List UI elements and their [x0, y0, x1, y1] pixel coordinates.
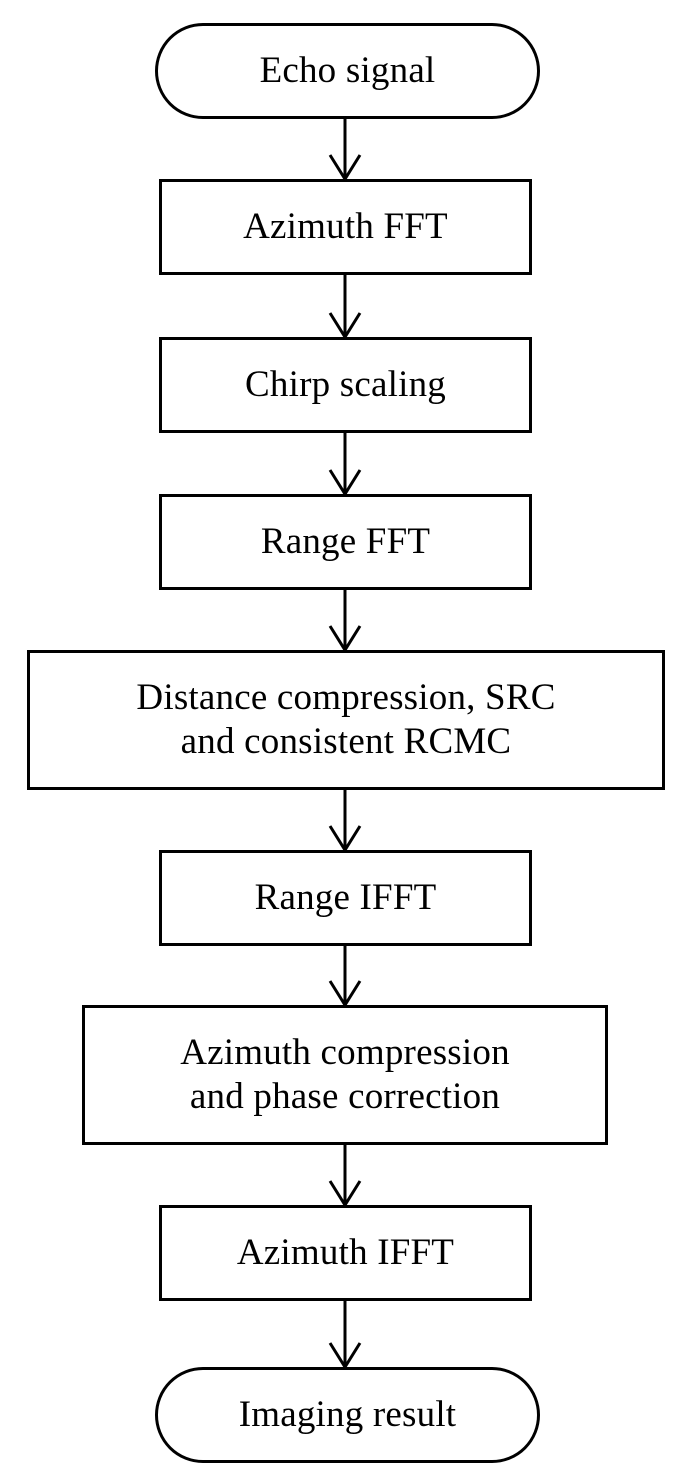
node-distance-compression[interactable]: Distance compression, SRC and consistent… — [27, 650, 665, 790]
node-label-distance-compression: Distance compression, SRC and consistent… — [136, 677, 556, 762]
node-label-range-fft: Range FFT — [260, 521, 431, 563]
arrow-azimuth-ifft-to-imaging-result — [325, 1301, 365, 1370]
node-azimuth-fft[interactable]: Azimuth FFT — [159, 179, 532, 275]
arrow-azimuth-compression-to-azimuth-ifft — [325, 1145, 365, 1208]
node-label-azimuth-ifft: Azimuth IFFT — [236, 1232, 455, 1274]
arrow-range-ifft-to-azimuth-compression — [325, 946, 365, 1008]
node-azimuth-compression[interactable]: Azimuth compression and phase correction — [82, 1005, 608, 1145]
node-label-azimuth-compression: Azimuth compression and phase correction — [180, 1032, 510, 1117]
arrow-range-fft-to-distance-compression — [325, 590, 365, 653]
arrow-distance-compression-to-range-ifft — [325, 790, 365, 853]
node-range-ifft[interactable]: Range IFFT — [159, 850, 532, 946]
node-echo-signal[interactable]: Echo signal — [155, 23, 540, 119]
node-imaging-result[interactable]: Imaging result — [155, 1367, 540, 1463]
node-label-range-ifft: Range IFFT — [254, 877, 437, 919]
node-label-imaging-result: Imaging result — [238, 1394, 457, 1436]
node-label-azimuth-fft: Azimuth FFT — [243, 206, 448, 248]
arrow-chirp-scaling-to-range-fft — [325, 433, 365, 497]
arrow-echo-to-azimuth-fft — [325, 119, 365, 182]
node-label-chirp-scaling: Chirp scaling — [245, 364, 446, 406]
arrow-azimuth-fft-to-chirp-scaling — [325, 275, 365, 340]
node-label-echo-signal: Echo signal — [259, 50, 436, 92]
node-azimuth-ifft[interactable]: Azimuth IFFT — [159, 1205, 532, 1301]
node-range-fft[interactable]: Range FFT — [159, 494, 532, 590]
node-chirp-scaling[interactable]: Chirp scaling — [159, 337, 532, 433]
